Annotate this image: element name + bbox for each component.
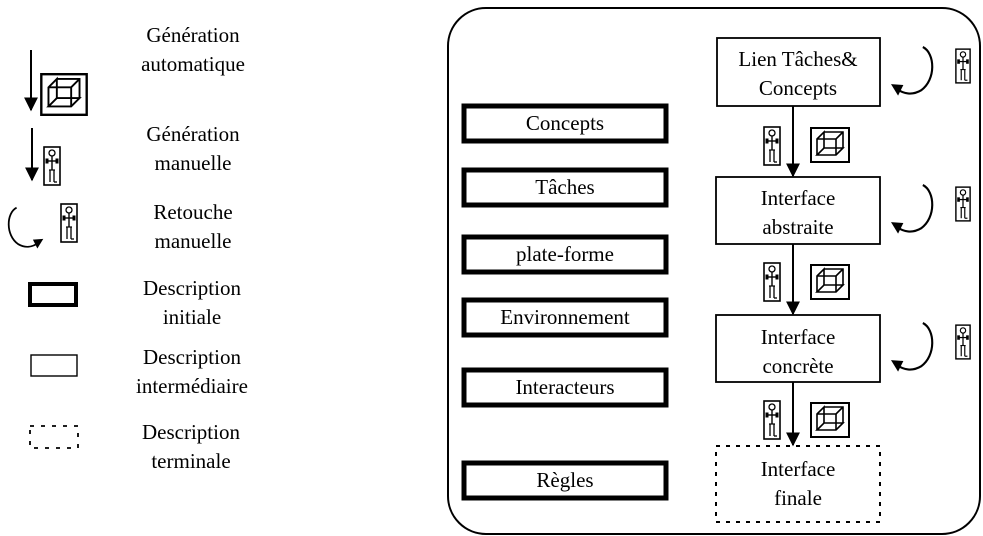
box-label: plate-forme xyxy=(516,242,614,266)
person-icon xyxy=(763,126,781,166)
box-label: Interacteurs xyxy=(515,375,614,399)
stage-label-line1: Interface xyxy=(761,325,836,349)
legend-label-line2: automatique xyxy=(141,52,245,76)
legend-label-line1: Description xyxy=(142,420,240,444)
legend: Génération automatique Génération manuel… xyxy=(7,23,248,473)
legend-label-line2: manuelle xyxy=(155,151,232,175)
stage-interface-concrete xyxy=(715,314,881,383)
computer-icon xyxy=(809,264,851,300)
dotted-box-swatch xyxy=(29,425,79,449)
person-icon xyxy=(60,203,78,243)
box-label: Tâches xyxy=(535,175,594,199)
person-icon xyxy=(955,48,971,84)
legend-label-line1: Description xyxy=(143,345,241,369)
legend-manual-generation: Génération manuelle xyxy=(25,122,240,186)
legend-label-line1: Génération xyxy=(146,23,240,47)
computer-icon xyxy=(809,402,851,438)
thin-box-swatch xyxy=(30,354,78,377)
stage-label-line1: Interface xyxy=(761,457,836,481)
box-label: Environnement xyxy=(500,305,630,329)
legend-initial-description: Description initiale xyxy=(28,276,241,329)
person-icon xyxy=(763,262,781,302)
stage-interface-abstraite xyxy=(715,176,881,245)
legend-label-line1: Description xyxy=(143,276,241,300)
stage-label-line2: Concepts xyxy=(759,76,837,100)
stage-lien-taches-concepts xyxy=(716,37,881,107)
stage-label-line2: concrète xyxy=(762,354,833,378)
stage-label-line2: finale xyxy=(774,486,822,510)
curved-arrow-icon xyxy=(7,206,44,250)
initial-descriptions: Concepts Tâches plate-forme Environnemen… xyxy=(461,103,669,501)
thick-box-swatch xyxy=(28,282,78,307)
legend-label-line2: initiale xyxy=(163,305,221,329)
legend-manual-retouch: Retouche manuelle xyxy=(7,200,233,253)
pipeline: Lien Tâches& Concepts Interface abstrait… xyxy=(715,37,971,523)
person-icon xyxy=(43,146,61,186)
box-interacteurs xyxy=(461,367,669,408)
box-label: Règles xyxy=(536,468,593,492)
legend-label-line1: Retouche xyxy=(153,200,232,224)
box-environnement xyxy=(461,297,669,338)
box-concepts xyxy=(461,103,669,144)
legend-label-line2: terminale xyxy=(151,449,230,473)
box-taches xyxy=(461,167,669,208)
person-icon xyxy=(955,186,971,222)
stage-label-line1: Lien Tâches& xyxy=(738,47,857,71)
legend-label-line2: intermédiaire xyxy=(136,374,248,398)
stage-label-line2: abstraite xyxy=(762,215,833,239)
person-icon xyxy=(763,400,781,440)
box-plate-forme xyxy=(461,234,669,275)
legend-label-line2: manuelle xyxy=(155,229,232,253)
legend-label-line1: Génération xyxy=(146,122,240,146)
computer-icon xyxy=(809,127,851,163)
legend-automatic-generation: Génération automatique xyxy=(24,23,245,116)
legend-intermediate-description: Description intermédiaire xyxy=(30,345,248,398)
box-regles xyxy=(461,460,669,501)
legend-terminal-description: Description terminale xyxy=(29,420,240,473)
person-icon xyxy=(955,324,971,360)
computer-icon xyxy=(40,73,88,116)
box-label: Concepts xyxy=(526,111,604,135)
stage-label-line1: Interface xyxy=(761,186,836,210)
